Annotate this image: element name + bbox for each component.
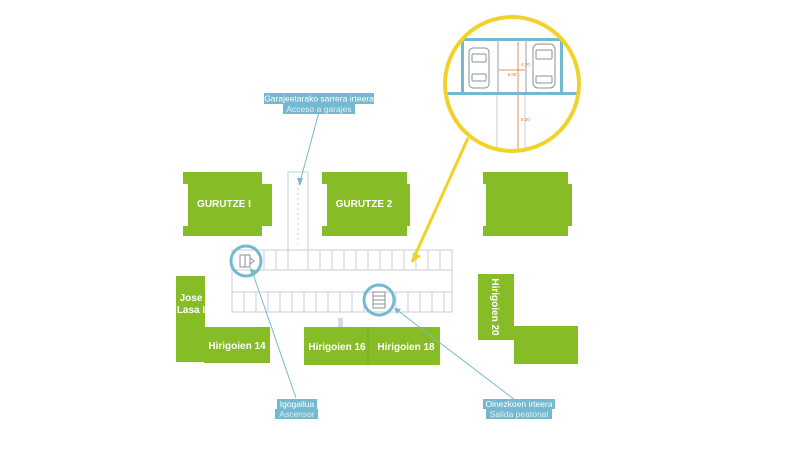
callout-elevator: Igogailua Ascensor [275,399,318,419]
car-icon-left [468,47,490,89]
zoom-pointer-arrowhead [412,252,421,263]
building-gurutze-2: GURUTZE 2 [322,172,410,236]
zoom-ring [443,15,581,153]
label-hirigoien-18: Hirigoien 18 [377,342,435,353]
dim-bay-depth: 4.70 [521,62,530,67]
pedestrian-exit-marker[interactable] [362,283,396,317]
callout-garage-access-es: Acceso a garajes [286,104,351,114]
zoom-detail: 5.00 4.70 5.00 [443,15,581,153]
leader-pedestrian-exit [396,309,516,401]
elevator-icon [239,254,255,268]
garage-outline [231,171,453,313]
building-hirigoien-16-18: Hirigoien 16 Hirigoien 18 [304,318,440,365]
parking-bays-bottom [243,292,445,312]
stairs-icon [372,291,386,309]
car-icon-right [532,43,556,89]
leader-elevator [251,270,297,399]
callout-elevator-eu: Igogailua [280,399,315,409]
dim-bay-width: 5.00 [508,72,517,77]
dimension-lines [499,42,525,150]
building-unnamed-east [483,172,572,236]
garage-body [231,249,453,313]
building-jose-lasa-1: Jose Lasa I [176,276,205,362]
parking-bays-top [263,250,441,270]
label-gurutze-2: GURUTZE 2 [336,199,393,210]
dim-aisle-width: 5.00 [521,117,530,122]
callout-garage-access: Garajeetarako sarrera irteera Acceso a g… [264,93,374,114]
building-hirigoien-20: Hirigoien 20 [478,274,578,364]
label-hirigoien-14: Hirigoien 14 [208,341,266,352]
leader-lines [251,111,516,401]
callout-pedestrian-exit-es: Salida peatonal [490,409,549,419]
label-hirigoien-16: Hirigoien 16 [308,342,366,353]
zoom-pointer-line [410,137,470,263]
label-lasa-1: Lasa I [177,305,206,316]
callout-pedestrian-exit-eu: Oinezkoen irteera [485,399,552,409]
callout-elevator-es: Ascensor [279,409,315,419]
label-hirigoien-20: Hirigoien 20 [489,278,500,336]
arrow-pointer [250,178,401,314]
label-gurutze-1: GURUTZE I [197,199,251,210]
callout-garage-access-eu: Garajeetarako sarrera irteera [264,94,374,104]
elevator-marker[interactable] [229,244,263,278]
leader-garage-access [299,111,320,183]
callout-pedestrian-exit: Oinezkoen irteera Salida peatonal [483,399,555,419]
building-hirigoien-14: Hirigoien 14 [204,327,270,363]
label-jose: Jose [180,293,203,304]
building-gurutze-1: GURUTZE I [183,172,272,236]
